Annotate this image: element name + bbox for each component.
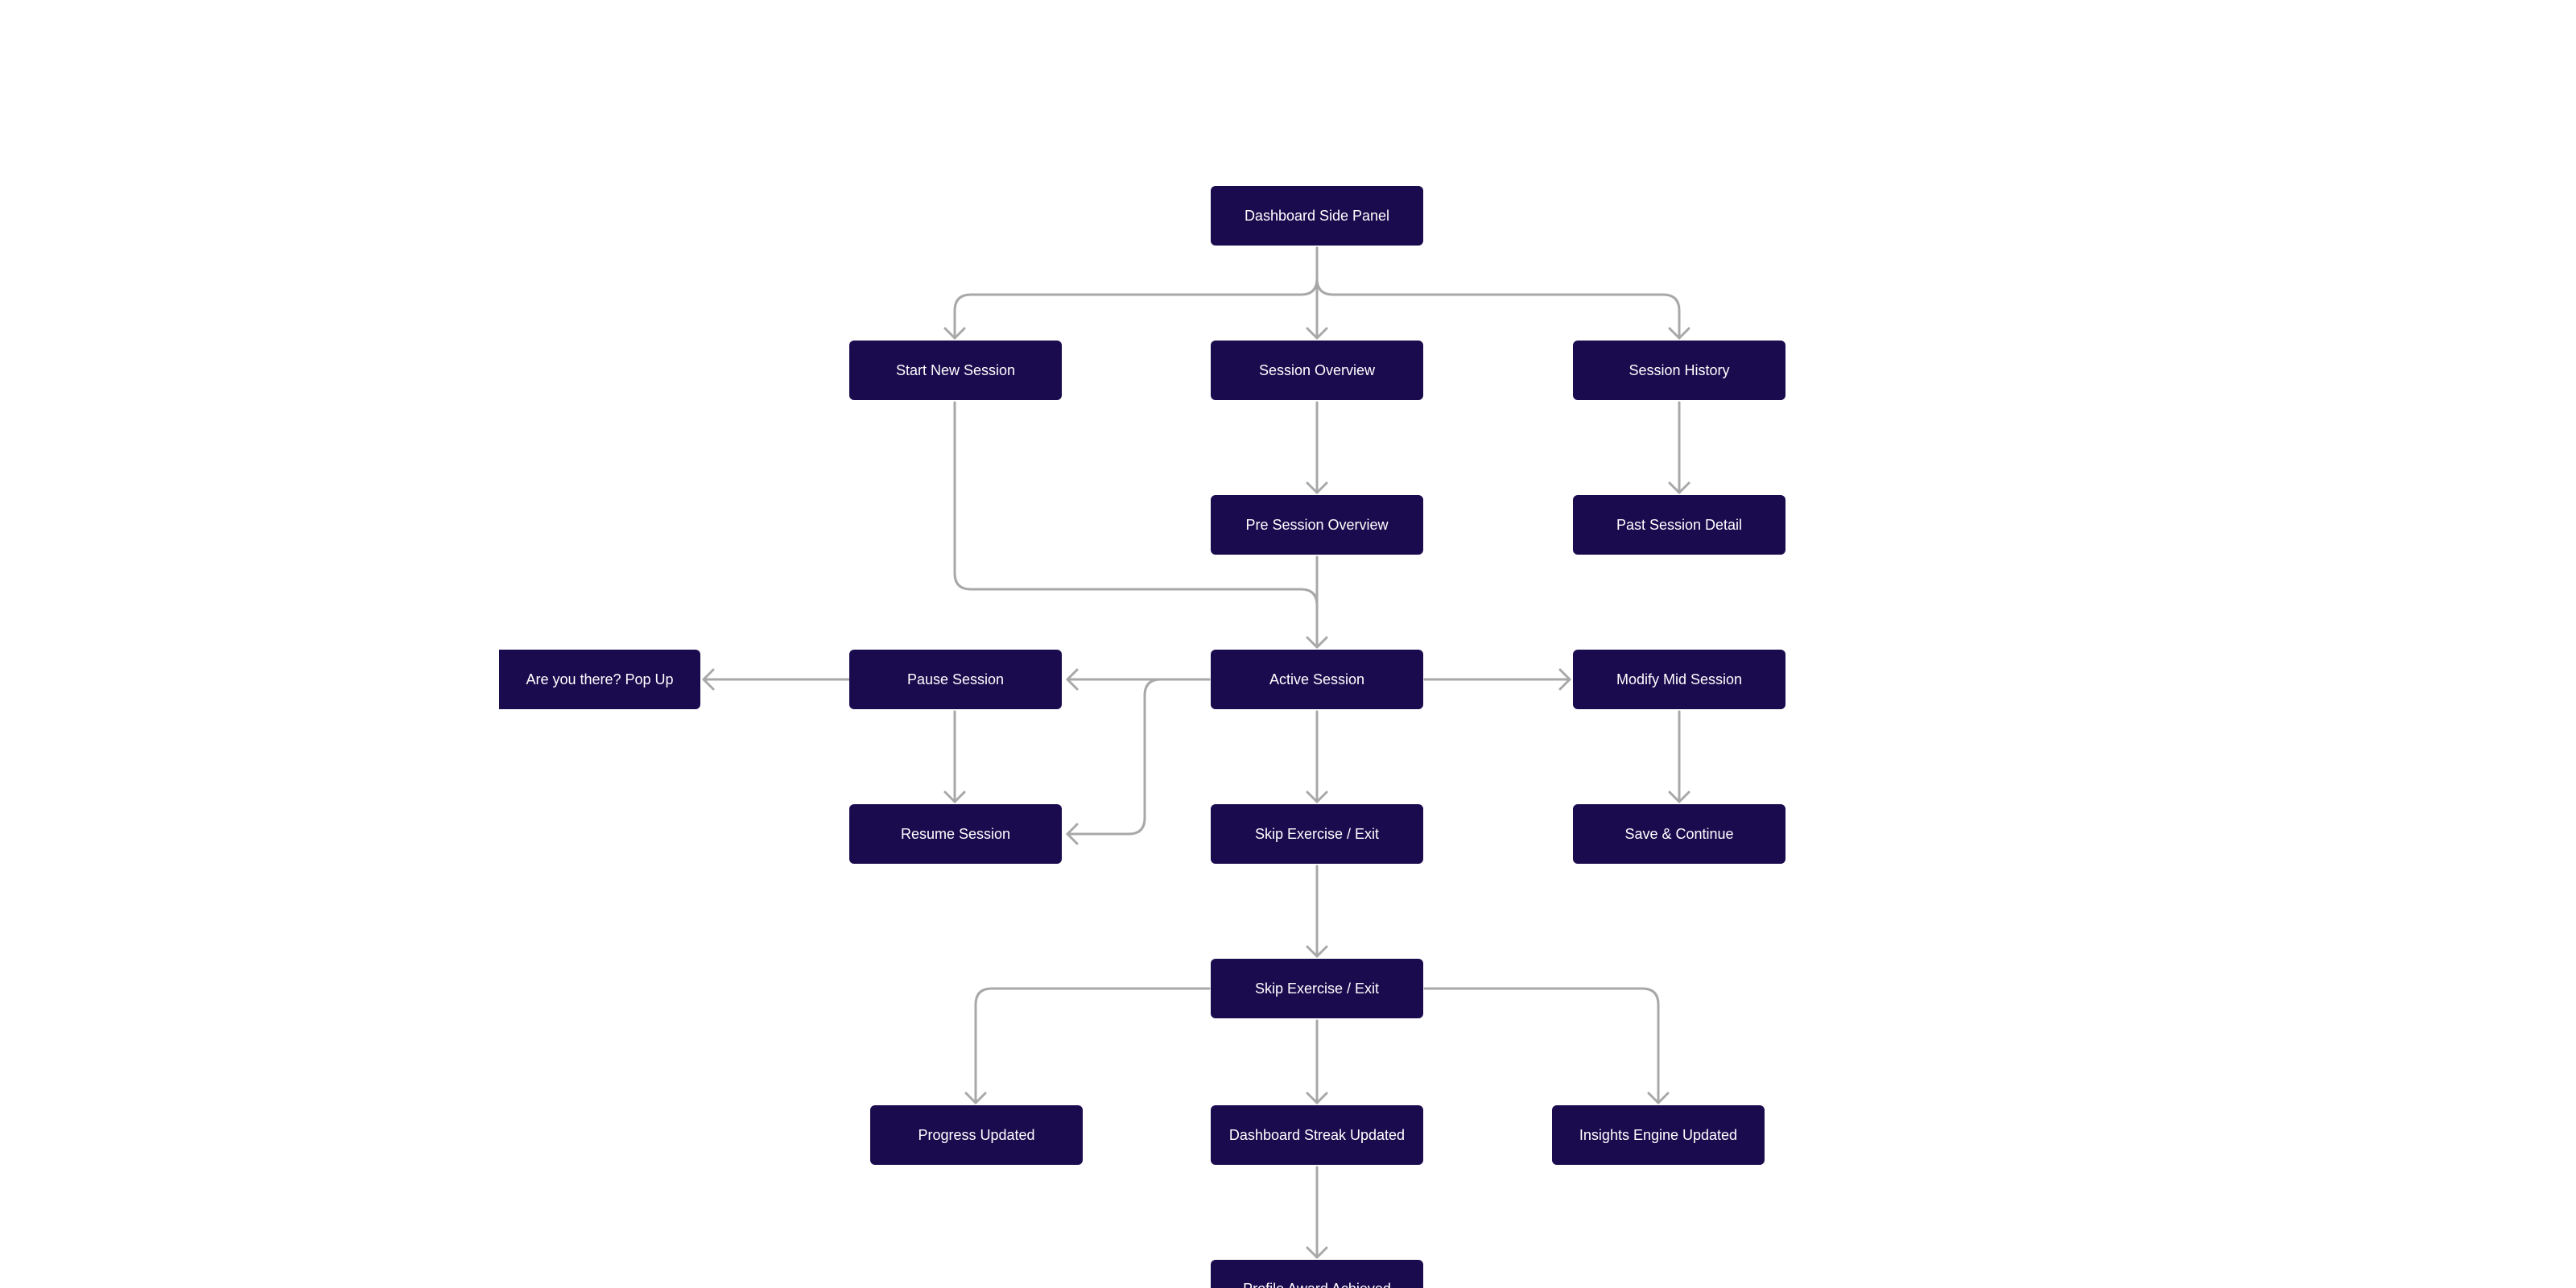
node-start-new-session[interactable]: Start New Session	[849, 341, 1062, 400]
node-progress-updated[interactable]: Progress Updated	[870, 1105, 1083, 1165]
node-skip-exercise-exit-1[interactable]: Skip Exercise / Exit	[1211, 804, 1423, 864]
arrowhead-pause-session	[1066, 668, 1079, 691]
node-pause-session[interactable]: Pause Session	[849, 650, 1062, 709]
arrowhead-modify-mid-session	[1558, 668, 1571, 691]
edge-dashboard-to-start-new-session	[953, 246, 1319, 340]
arrowhead-active-session	[1306, 636, 1328, 649]
arrowhead-dashboard-streak	[1306, 1092, 1328, 1104]
arrowhead-insights-engine	[1647, 1092, 1670, 1104]
arrowhead-skip-exercise-1	[1306, 791, 1328, 803]
edge-skip-2-to-progress	[974, 987, 1211, 1104]
node-modify-mid-session[interactable]: Modify Mid Session	[1573, 650, 1785, 709]
node-insights-engine-updated[interactable]: Insights Engine Updated	[1552, 1105, 1765, 1165]
arrowhead-session-overview	[1306, 327, 1328, 340]
node-pre-session-overview[interactable]: Pre Session Overview	[1211, 495, 1423, 555]
arrowhead-resume-from-pause	[943, 791, 966, 803]
arrowhead-past-session-detail	[1668, 481, 1690, 494]
arrowhead-progress-updated	[964, 1092, 987, 1104]
node-are-you-there-popup[interactable]: Are you there? Pop Up	[499, 650, 700, 709]
edge-active-to-resume	[1066, 678, 1211, 836]
node-save-and-continue[interactable]: Save & Continue	[1573, 804, 1785, 864]
node-skip-exercise-exit-2[interactable]: Skip Exercise / Exit	[1211, 959, 1423, 1018]
arrowhead-profile-award	[1306, 1246, 1328, 1259]
arrowhead-save-continue	[1668, 791, 1690, 803]
arrowhead-session-history	[1668, 327, 1690, 340]
arrowhead-skip-exercise-2	[1306, 945, 1328, 958]
node-profile-award-achieved[interactable]: Profile Award Achieved	[1211, 1260, 1423, 1288]
node-dashboard-streak-updated[interactable]: Dashboard Streak Updated	[1211, 1105, 1423, 1165]
arrowhead-start-new-session	[943, 327, 966, 340]
arrowhead-pre-session-overview	[1306, 481, 1328, 494]
arrowhead-popup	[702, 668, 715, 691]
node-active-session[interactable]: Active Session	[1211, 650, 1423, 709]
node-session-history[interactable]: Session History	[1573, 341, 1785, 400]
arrowhead-resume-from-active	[1066, 823, 1079, 845]
edge-dashboard-to-session-history	[1315, 246, 1681, 340]
node-past-session-detail[interactable]: Past Session Detail	[1573, 495, 1785, 555]
edge-skip-2-to-insights	[1423, 987, 1660, 1104]
node-session-overview[interactable]: Session Overview	[1211, 341, 1423, 400]
node-dashboard-side-panel[interactable]: Dashboard Side Panel	[1211, 186, 1423, 246]
node-resume-session[interactable]: Resume Session	[849, 804, 1062, 864]
